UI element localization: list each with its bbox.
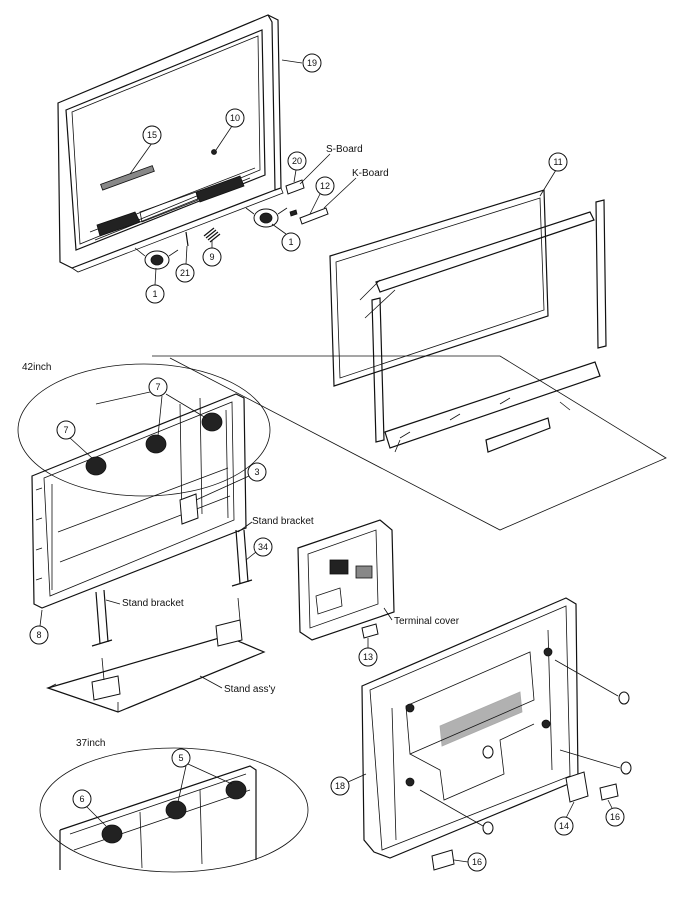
label-s-board: S-Board [326,144,363,155]
k-board [289,207,329,225]
svg-text:3: 3 [254,467,259,477]
callout-20: 20 [287,151,307,183]
callout-1-left: 1 [145,267,165,304]
callout-16-right: 16 [605,799,625,827]
label-k-board: K-Board [352,168,389,179]
speaker-left [134,247,179,270]
callout-6: 6 [72,789,107,827]
svg-text:9: 9 [209,252,214,262]
callout-19: 19 [281,53,322,73]
part-16-foot-right [599,783,619,801]
callout-14: 14 [554,801,575,836]
svg-text:21: 21 [180,268,190,278]
svg-text:7: 7 [155,382,160,392]
callout-9: 9 [202,240,222,267]
svg-text:6: 6 [79,794,84,804]
svg-text:11: 11 [553,157,562,167]
callout-18: 18 [330,773,367,796]
speaker-right [245,207,288,228]
callout-8: 8 [29,609,49,645]
svg-text:13: 13 [363,652,373,662]
svg-text:34: 34 [258,542,268,552]
callout-13: 13 [358,638,378,667]
svg-text:10: 10 [230,113,240,123]
svg-text:18: 18 [335,781,345,791]
callout-15: 15 [129,125,162,175]
callout-3: 3 [195,462,267,501]
stand-assy [46,597,266,713]
panel-frame [371,199,607,453]
callout-7-top: 7 [95,377,207,437]
svg-text:1: 1 [288,237,293,247]
svg-text:16: 16 [472,857,482,867]
assembly-guide-lines [152,355,667,531]
callout-5: 5 [171,748,233,803]
svg-text:14: 14 [559,821,569,831]
front-bezel [57,14,284,273]
svg-text:5: 5 [178,753,183,763]
section-label-37inch: 37inch [76,738,105,749]
part-14-foot [565,771,589,803]
svg-text:1: 1 [152,289,157,299]
label-terminal-cover: Terminal cover [394,616,460,627]
callout-1-right: 1 [271,223,301,252]
label-stand-bracket-left: Stand bracket [122,598,184,609]
detail-37inch [39,747,309,873]
label-stand-assy: Stand ass'y [224,684,275,695]
callout-7-left: 7 [56,420,93,459]
panel-glass [329,189,549,387]
label-stand-bracket-right: Stand bracket [252,516,314,527]
svg-text:15: 15 [147,130,157,140]
detail-42inch [17,363,271,647]
part-21-screw [185,231,189,247]
svg-text:16: 16 [610,812,620,822]
terminal-cover-board [297,519,395,641]
callout-16-bottom: 16 [453,852,487,872]
callout-34: 34 [245,537,273,561]
part-13-cover [361,623,379,639]
rear-cover [361,597,632,859]
part-16-foot-bottom [431,849,455,871]
s-board [285,179,305,195]
callout-11: 11 [539,152,568,197]
svg-text:20: 20 [292,156,302,166]
callout-12: 12 [309,176,335,215]
svg-text:7: 7 [63,425,68,435]
svg-text:8: 8 [36,630,41,640]
svg-text:12: 12 [320,181,330,191]
part-9-coil [203,227,221,243]
svg-text:19: 19 [307,58,317,68]
section-label-42inch: 42inch [22,362,51,373]
callout-21: 21 [175,245,195,283]
callout-10: 10 [215,108,245,151]
